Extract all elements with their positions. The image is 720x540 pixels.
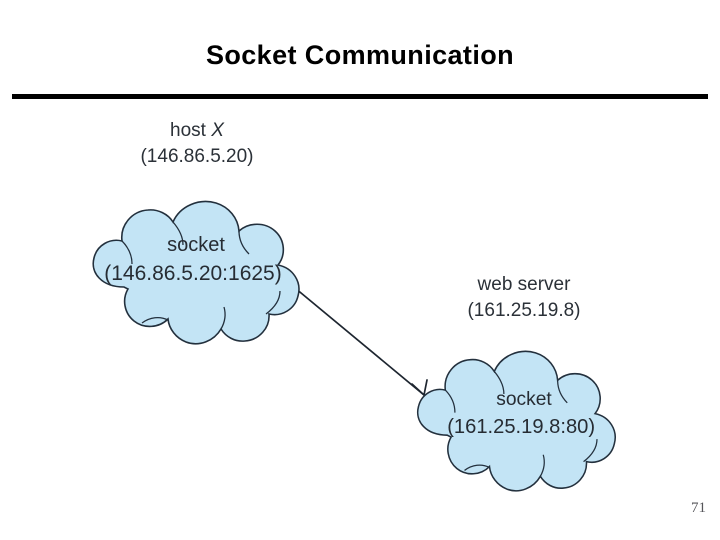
host-label-prefix: host	[170, 120, 211, 141]
cloud-seam-left-b	[265, 290, 281, 315]
server-socket-cloud: socket (161.25.19.8:80)	[416, 350, 616, 492]
cloud-seam-left-d	[238, 230, 250, 255]
svg-text:host X: host X	[170, 120, 225, 141]
title-divider	[12, 94, 708, 99]
arrowhead-upper-barb	[411, 383, 425, 396]
server-label-text: web server	[477, 274, 572, 295]
cloud-seam-right-c	[493, 371, 505, 395]
cloud-seam-right-a	[464, 464, 490, 471]
host-address: (146.86.5.20)	[140, 146, 253, 167]
socket-communication-diagram: host X (146.86.5.20) web server (161.25.…	[0, 100, 720, 500]
server-label: web server (161.25.19.8)	[467, 274, 580, 321]
cloud-seam-left-e	[121, 240, 133, 265]
socket-connection-line	[288, 282, 428, 396]
cloud-seam-left-f	[220, 306, 226, 330]
cloud-seam-left-a	[141, 316, 169, 324]
host-label-italic: X	[210, 120, 225, 141]
cloud-seam-right-d	[557, 380, 568, 404]
cloud-seam-right-f	[539, 454, 545, 477]
client-cloud-label: socket	[167, 234, 225, 256]
server-cloud-label: socket	[496, 388, 552, 410]
arrowhead-lower-barb	[423, 379, 428, 396]
page-title: Socket Communication	[205, 40, 515, 70]
page-number: 71	[691, 500, 706, 516]
cloud-seam-right-b	[583, 439, 598, 463]
cloud-seam-right-e	[444, 389, 456, 413]
host-label: host X (146.86.5.20)	[140, 120, 253, 167]
server-address: (161.25.19.8)	[467, 300, 580, 321]
cloud-seam-left-c	[172, 221, 184, 246]
server-cloud-address: (161.25.19.8:80)	[447, 416, 595, 438]
client-socket-cloud: socket (146.86.5.20:1625)	[92, 200, 300, 345]
client-cloud-address: (146.86.5.20:1625)	[104, 262, 281, 285]
